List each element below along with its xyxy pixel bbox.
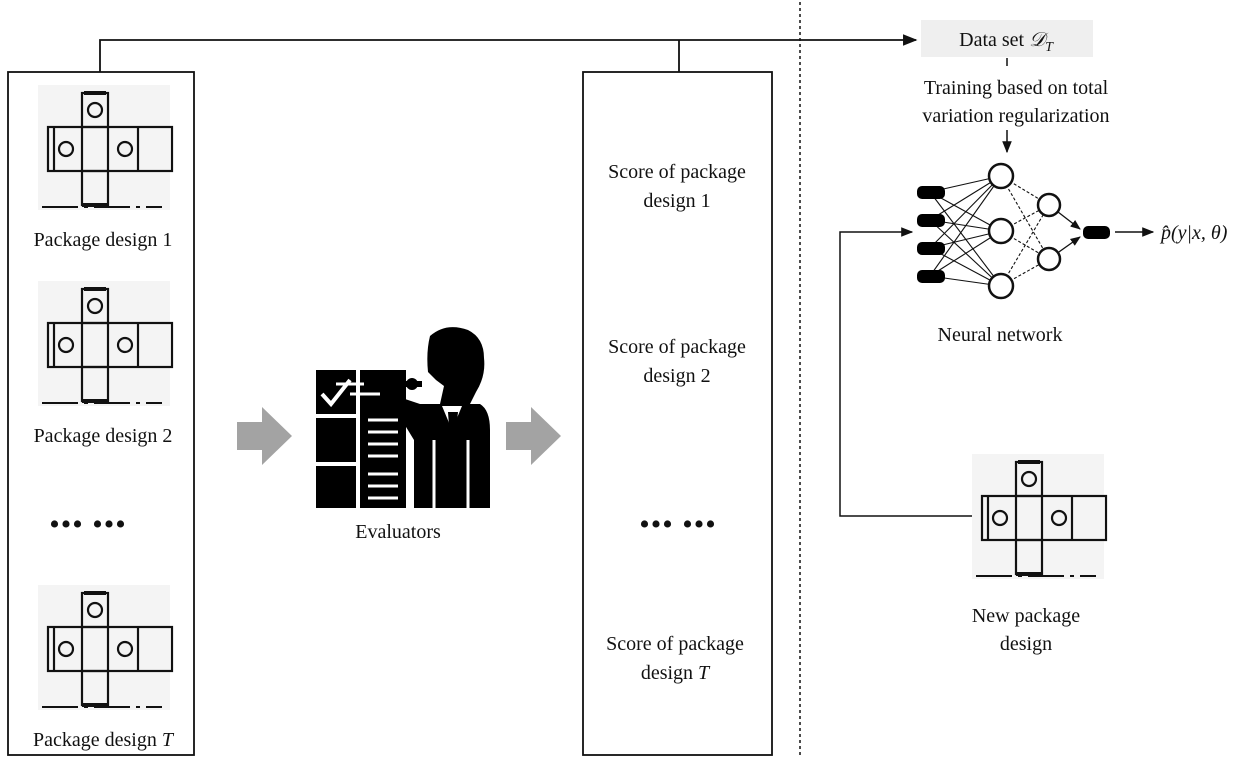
dataset-label: Data set 𝒟T <box>959 29 1054 55</box>
evaluators-label: Evaluators <box>355 521 441 543</box>
training-line2: variation regularization <box>922 105 1109 127</box>
designs-ellipsis: ••• ••• <box>49 508 127 541</box>
scores-ellipsis: ••• ••• <box>639 508 717 541</box>
dataset-box <box>921 20 1093 57</box>
score-t-line1: Score of package <box>606 633 744 655</box>
new-package-design-icon <box>970 452 1108 581</box>
new-design-line2: design <box>1000 633 1052 655</box>
to-dataset-connector <box>99 34 918 72</box>
score-2-line1: Score of package <box>608 336 746 358</box>
scores-panel <box>582 71 773 756</box>
score-t-line2: design T <box>641 662 711 684</box>
output-label: p̂(y|x, θ) <box>1159 222 1228 244</box>
package-design-t-label: Package design T <box>33 729 175 751</box>
new-design-line1: New package <box>972 605 1080 627</box>
evaluator-icon <box>316 327 490 508</box>
neural-network <box>917 162 1110 300</box>
score-1-line2: design 1 <box>643 190 710 212</box>
package-design-1-icon <box>36 83 174 212</box>
gray-arrow-2 <box>506 407 561 465</box>
package-design-t-icon <box>36 583 174 712</box>
package-design-2-icon <box>36 279 174 408</box>
gray-arrow-1 <box>237 407 292 465</box>
neural-network-label: Neural network <box>938 324 1063 346</box>
package-design-2-label: Package design 2 <box>34 425 173 447</box>
training-line1: Training based on total <box>924 77 1109 99</box>
package-design-1-label: Package design 1 <box>34 229 173 251</box>
new-design-connector <box>839 227 972 517</box>
designs-panel <box>7 71 195 756</box>
score-1-line1: Score of package <box>608 161 746 183</box>
score-2-line2: design 2 <box>643 365 710 387</box>
